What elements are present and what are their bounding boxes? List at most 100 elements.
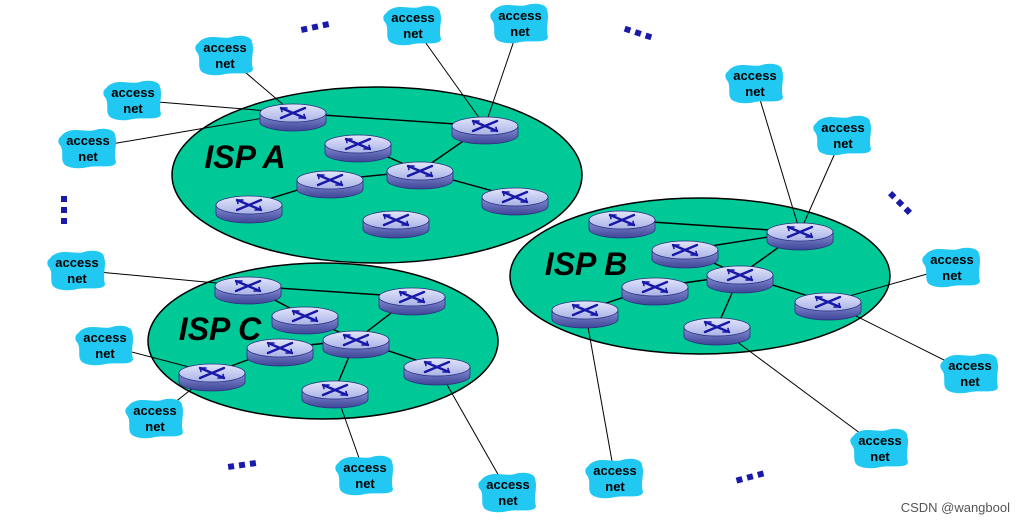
router-icon — [259, 103, 327, 132]
access-net-cloud — [490, 3, 548, 44]
access-net-cloud — [585, 458, 643, 499]
router-icon — [362, 210, 430, 239]
access-link-line — [436, 366, 509, 493]
router-icon — [324, 134, 392, 163]
access-net-cloud — [383, 5, 441, 46]
access-net-cloud — [195, 35, 253, 76]
router-icon — [706, 265, 774, 294]
access-net-label-line2: net — [745, 84, 765, 99]
access-net-cloud — [813, 115, 871, 156]
access-net-cloud — [725, 63, 783, 104]
access-net-label-line2: net — [355, 476, 375, 491]
access-net-label-line1: access — [55, 255, 98, 270]
access-net-label-line2: net — [605, 479, 625, 494]
ellipsis-marker — [61, 196, 67, 224]
access-net-label-line1: access — [343, 460, 386, 475]
access-net-cloud — [335, 455, 393, 496]
access-net-label-line1: access — [593, 463, 636, 478]
ellipsis-marker — [735, 470, 765, 484]
access-net-cloud — [922, 247, 980, 288]
access-net-label-line2: net — [78, 149, 98, 164]
isp-a-label: ISP A — [204, 139, 285, 175]
access-net-cloud — [58, 128, 116, 169]
access-net-label-line2: net — [95, 346, 115, 361]
router-icon — [246, 338, 314, 367]
access-net-label-line1: access — [948, 358, 991, 373]
access-net-label-line1: access — [858, 433, 901, 448]
access-link-line — [716, 326, 881, 449]
access-net-label-line1: access — [391, 10, 434, 25]
access-net-label-line1: access — [66, 133, 109, 148]
access-net-cloud — [103, 80, 161, 121]
router-icon — [296, 170, 364, 199]
access-link-line — [754, 82, 801, 233]
access-net-label-line2: net — [67, 271, 87, 286]
access-net-label-line1: access — [486, 477, 529, 492]
router-icon — [794, 292, 862, 321]
router-icon — [215, 195, 283, 224]
access-net-label-line2: net — [960, 374, 980, 389]
access-net-label-line2: net — [145, 419, 165, 434]
access-net-label-line2: net — [942, 268, 962, 283]
ellipsis-marker — [300, 21, 330, 33]
access-net-label-line1: access — [930, 252, 973, 267]
access-net-cloud — [75, 325, 133, 366]
router-icon — [301, 380, 369, 409]
ellipsis-marker — [227, 460, 257, 470]
access-net-label-line2: net — [510, 24, 530, 39]
router-icon — [322, 330, 390, 359]
access-net-cloud — [125, 398, 183, 439]
access-net-cloud — [940, 353, 998, 394]
access-net-label-line1: access — [83, 330, 126, 345]
router-icon — [621, 277, 689, 306]
router-icon — [481, 187, 549, 216]
router-icon — [271, 306, 339, 335]
router-icon — [403, 357, 471, 386]
access-net-label-line2: net — [870, 449, 890, 464]
router-icon — [378, 287, 446, 316]
router-icon — [588, 210, 656, 239]
ellipsis-marker — [623, 25, 653, 41]
isp-b-label: ISP B — [545, 246, 627, 282]
watermark: CSDN @wangbool — [901, 500, 1010, 515]
router-icon — [766, 222, 834, 251]
router-icon — [214, 276, 282, 305]
access-net-label-line1: access — [133, 403, 176, 418]
access-net-label-line2: net — [498, 493, 518, 508]
access-net-label-line1: access — [821, 120, 864, 135]
access-net-label-line2: net — [833, 136, 853, 151]
router-icon — [651, 240, 719, 269]
router-icon — [178, 363, 246, 392]
router-icon — [386, 161, 454, 190]
router-icon — [683, 317, 751, 346]
access-link-line — [584, 309, 616, 479]
access-net-label-line1: access — [498, 8, 541, 23]
access-link-line — [87, 112, 294, 149]
access-net-label-line2: net — [215, 56, 235, 71]
access-net-label-line2: net — [403, 26, 423, 41]
router-icon — [451, 116, 519, 145]
ellipsis-marker — [887, 190, 913, 216]
access-net-label-line1: access — [733, 68, 776, 83]
isp-c-label: ISP C — [179, 311, 262, 347]
access-net-label-line1: access — [111, 85, 154, 100]
access-net-cloud — [478, 472, 536, 513]
access-net-cloud — [850, 428, 908, 469]
router-icon — [551, 300, 619, 329]
